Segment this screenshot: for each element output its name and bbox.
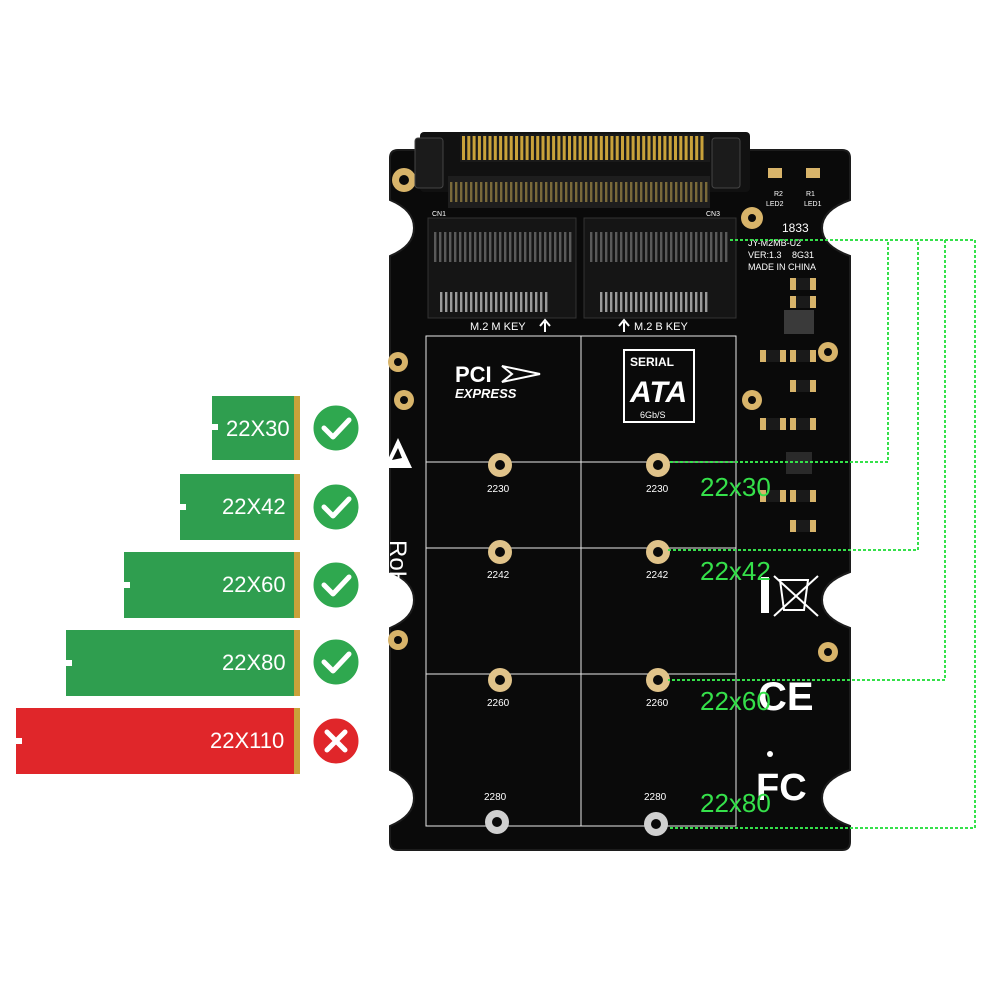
leader-lines xyxy=(668,239,976,829)
standoff-2260-left xyxy=(488,668,512,692)
slot-label-m-key: M.2 M KEY xyxy=(470,321,526,333)
arrow-up-icon xyxy=(539,318,551,332)
standoff-2242-left xyxy=(488,540,512,564)
connector-label-cn3: CN3 xyxy=(706,211,720,218)
check-icon xyxy=(310,559,362,611)
card-label: 22X110 xyxy=(210,728,284,753)
check-icon xyxy=(310,402,362,454)
mount-labels: 2230 2242 2260 2280 2230 2242 2260 2280 xyxy=(484,484,669,803)
adapter-board: CN1 CN3 M.2 M KEY M.2 B KEY PCI EXPRESS … xyxy=(384,132,851,851)
version-label: VER:1.3 xyxy=(748,250,782,260)
card-label: 22X60 xyxy=(222,572,286,597)
mount-label: 2230 xyxy=(487,484,510,495)
standoff-2280-right xyxy=(644,812,668,836)
slot-teeth xyxy=(434,232,728,312)
svg-text:8G31: 8G31 xyxy=(792,250,814,260)
silkscreen-grid xyxy=(425,335,737,827)
svg-text:PCI: PCI xyxy=(455,362,492,387)
date-code: 1833 xyxy=(782,221,809,235)
check-icon xyxy=(310,481,362,533)
standoff-holes xyxy=(485,453,670,836)
ssd-card-22x42: 22X42 xyxy=(180,474,300,540)
edge-screw-holes xyxy=(388,342,838,662)
callout-22x30: 22x30 xyxy=(700,472,771,502)
x-icon xyxy=(310,715,362,767)
ssd-card-22x110: 22X110 xyxy=(16,708,300,774)
serial-ata-logo: SERIAL ATA 6Gb/S xyxy=(623,349,695,423)
standoff-2230-left xyxy=(488,453,512,477)
ssd-size-legend: 22X30 22X42 22X60 22X80 22X110 xyxy=(16,396,362,774)
slot-label-b-key: M.2 B KEY xyxy=(634,321,688,333)
mount-label: 2280 xyxy=(484,792,507,803)
svg-text:6Gb/S: 6Gb/S xyxy=(640,410,666,420)
card-label: 22X80 xyxy=(222,650,286,675)
callout-22x42: 22x42 xyxy=(700,556,771,586)
svg-text:R2: R2 xyxy=(774,191,783,198)
svg-text:EXPRESS: EXPRESS xyxy=(455,386,517,401)
u2-connector xyxy=(392,132,763,229)
standoff-2242-right xyxy=(646,540,670,564)
ce-mark: CE xyxy=(758,675,814,719)
callout-labels: 22x30 22x42 22x60 22x80 xyxy=(700,472,771,818)
m2-slots: CN1 CN3 xyxy=(427,211,737,319)
svg-text:SERIAL: SERIAL xyxy=(630,355,674,369)
mount-label: 2242 xyxy=(646,570,669,581)
smd-components xyxy=(760,278,816,532)
rohs-mark: RoHS xyxy=(384,540,411,604)
svg-text:R1: R1 xyxy=(806,191,815,198)
arrow-up-icon xyxy=(618,318,630,332)
callout-22x60: 22x60 xyxy=(700,686,771,716)
check-icon xyxy=(310,636,362,688)
card-label: 22X42 xyxy=(222,494,286,519)
mount-label: 2280 xyxy=(644,792,667,803)
ssd-card-22x30: 22X30 xyxy=(212,396,300,460)
card-label: 22X30 xyxy=(226,416,290,441)
callout-22x80: 22x80 xyxy=(700,788,771,818)
pci-express-logo: PCI EXPRESS xyxy=(455,362,541,401)
fcc-mark: FC xyxy=(756,767,807,809)
svg-text:LED1: LED1 xyxy=(804,201,822,208)
connector-label-cn1: CN1 xyxy=(432,211,446,218)
mount-label: 2260 xyxy=(646,698,669,709)
mount-label: 2242 xyxy=(487,570,510,581)
svg-text:ATA: ATA xyxy=(629,376,687,409)
ssd-card-22x60: 22X60 xyxy=(124,552,300,618)
standoff-2280-left xyxy=(485,810,509,834)
weee-bin-icon xyxy=(761,575,819,617)
connector-pins xyxy=(450,182,708,202)
gold-pins xyxy=(462,136,704,160)
svg-text:LED2: LED2 xyxy=(766,201,784,208)
model-number: JY-M2MB-U2 xyxy=(748,238,801,248)
origin-label: MADE IN CHINA xyxy=(748,262,816,272)
ssd-card-22x80: 22X80 xyxy=(66,630,300,696)
standoff-2230-right xyxy=(646,453,670,477)
mount-label: 2260 xyxy=(487,698,510,709)
standoff-2260-right xyxy=(646,668,670,692)
mount-label: 2230 xyxy=(646,484,669,495)
component-area: R2 R1 LED2 LED1 1833 JY-M2MB-U2 VER:1.3 … xyxy=(748,168,822,809)
